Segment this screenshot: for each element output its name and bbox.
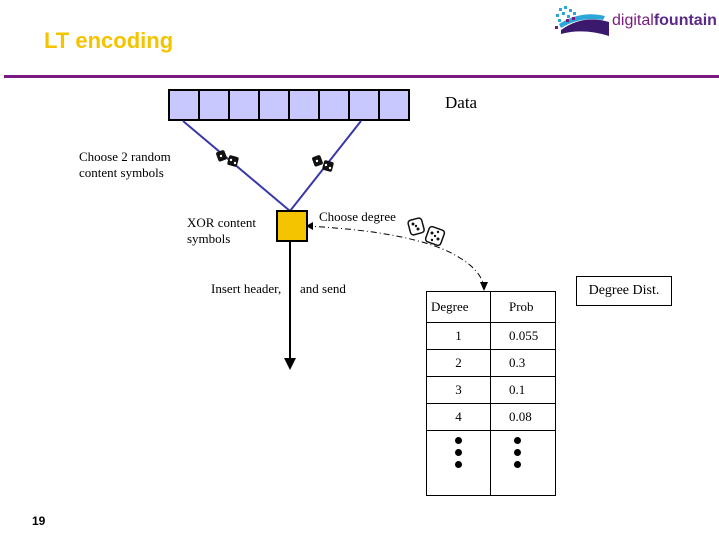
insert-header-label: Insert header, [211,281,282,296]
degree-cell: 1 [426,322,491,350]
xor-operation-box [276,210,308,242]
data-symbol-cell [260,91,290,119]
ellipsis-vertical-icon [491,431,555,468]
degree-arrow-head [480,282,488,291]
data-symbol-cell [380,91,408,119]
slide-title: LT encoding [44,28,174,53]
ellipsis-vertical-icon [427,431,490,468]
degree-cell: 4 [426,403,491,431]
table-header-row: Degree Prob [426,291,556,323]
prob-cell: 0.3 [490,349,556,377]
dice-icon [407,217,446,247]
prob-cell: 0.08 [490,403,556,431]
table-row: 3 0.1 [426,376,556,404]
header-prob: Prob [490,291,556,323]
logo-text-bold: fountain [653,12,717,29]
prob-ellipsis [490,430,556,496]
choose-symbols-line1: Choose 2 random [79,149,171,164]
data-symbol-cell [170,91,200,119]
xor-label: XOR content symbols [187,215,256,247]
table-row: 1 0.055 [426,322,556,350]
data-symbol-cell [350,91,380,119]
data-symbol-cell [320,91,350,119]
fountain-wave-logo-icon [555,6,609,36]
data-symbol-cell [290,91,320,119]
xor-label-line1: XOR content [187,215,256,230]
xor-arrow-head [306,222,313,230]
choose-symbols-label: Choose 2 random content symbols [79,149,171,181]
prob-cell: 0.1 [490,376,556,404]
data-symbols-row [168,89,410,121]
title-divider [4,75,719,78]
page-number: 19 [32,514,46,528]
choose-symbols-line2: content symbols [79,165,164,180]
degree-cell: 2 [426,349,491,377]
header-degree: Degree [426,291,491,323]
table-row: 2 0.3 [426,349,556,377]
xor-label-line2: symbols [187,231,231,246]
degree-ellipsis [426,430,491,496]
table-continuation-row [426,430,556,496]
degree-dist-caption: Degree Dist. [576,276,672,306]
degree-distribution-table: Degree Prob 1 0.055 2 0.3 3 0.1 4 0.08 [426,291,556,496]
prob-cell: 0.055 [490,322,556,350]
digital-fountain-logo [553,4,719,40]
degree-cell: 3 [426,376,491,404]
data-symbol-cell [200,91,230,119]
data-label: Data [445,93,478,112]
data-symbol-cell [230,91,260,119]
and-send-label: and send [300,281,346,296]
choose-degree-label: Choose degree [319,209,396,224]
dice-icon [216,150,239,167]
logo-text-light: digital [612,12,654,29]
degree-choice-arrow [305,225,485,287]
table-row: 4 0.08 [426,403,556,431]
send-arrow-head [284,358,296,370]
logo-wordmark: digitalfountain [612,12,717,30]
dice-icon [312,155,334,172]
